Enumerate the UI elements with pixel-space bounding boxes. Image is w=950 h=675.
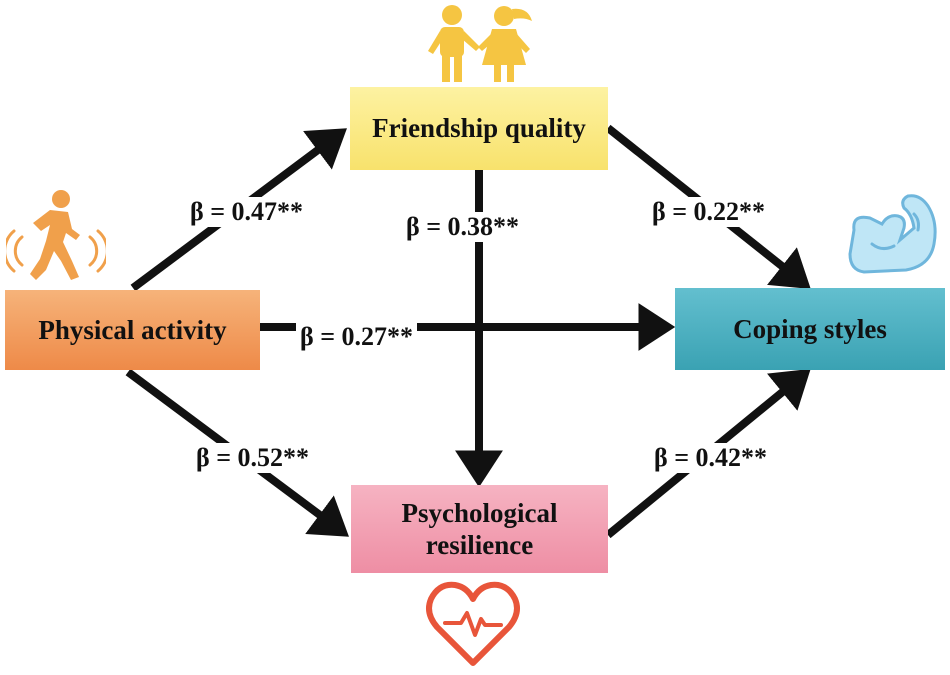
heartbeat-icon [426,581,520,666]
node-psychological-resilience: Psychological resilience [351,485,608,573]
friends-icon [428,5,532,82]
beta-label-pr-to-cs: β = 0.42** [650,443,772,473]
node-psychological-resilience-label-line1: Psychological [401,497,558,528]
flexed-arm-icon [848,194,937,274]
beta-label-pa-to-pr: β = 0.52** [192,443,314,473]
beta-label-fq-to-cs: β = 0.22** [648,197,770,227]
beta-label-fq-to-pr: β = 0.38** [402,212,524,242]
node-friendship-quality-label: Friendship quality [372,113,586,144]
node-friendship-quality: Friendship quality [350,87,608,170]
node-physical-activity-label: Physical activity [38,314,227,345]
node-coping-styles: Coping styles [675,288,945,370]
node-physical-activity: Physical activity [5,290,260,370]
beta-label-pa-to-cs: β = 0.27** [296,322,418,352]
runner-icon [6,190,106,280]
node-psychological-resilience-label-line2: resilience [425,530,534,560]
beta-label-pa-to-fq: β = 0.47** [186,197,308,227]
node-coping-styles-label: Coping styles [733,313,887,344]
